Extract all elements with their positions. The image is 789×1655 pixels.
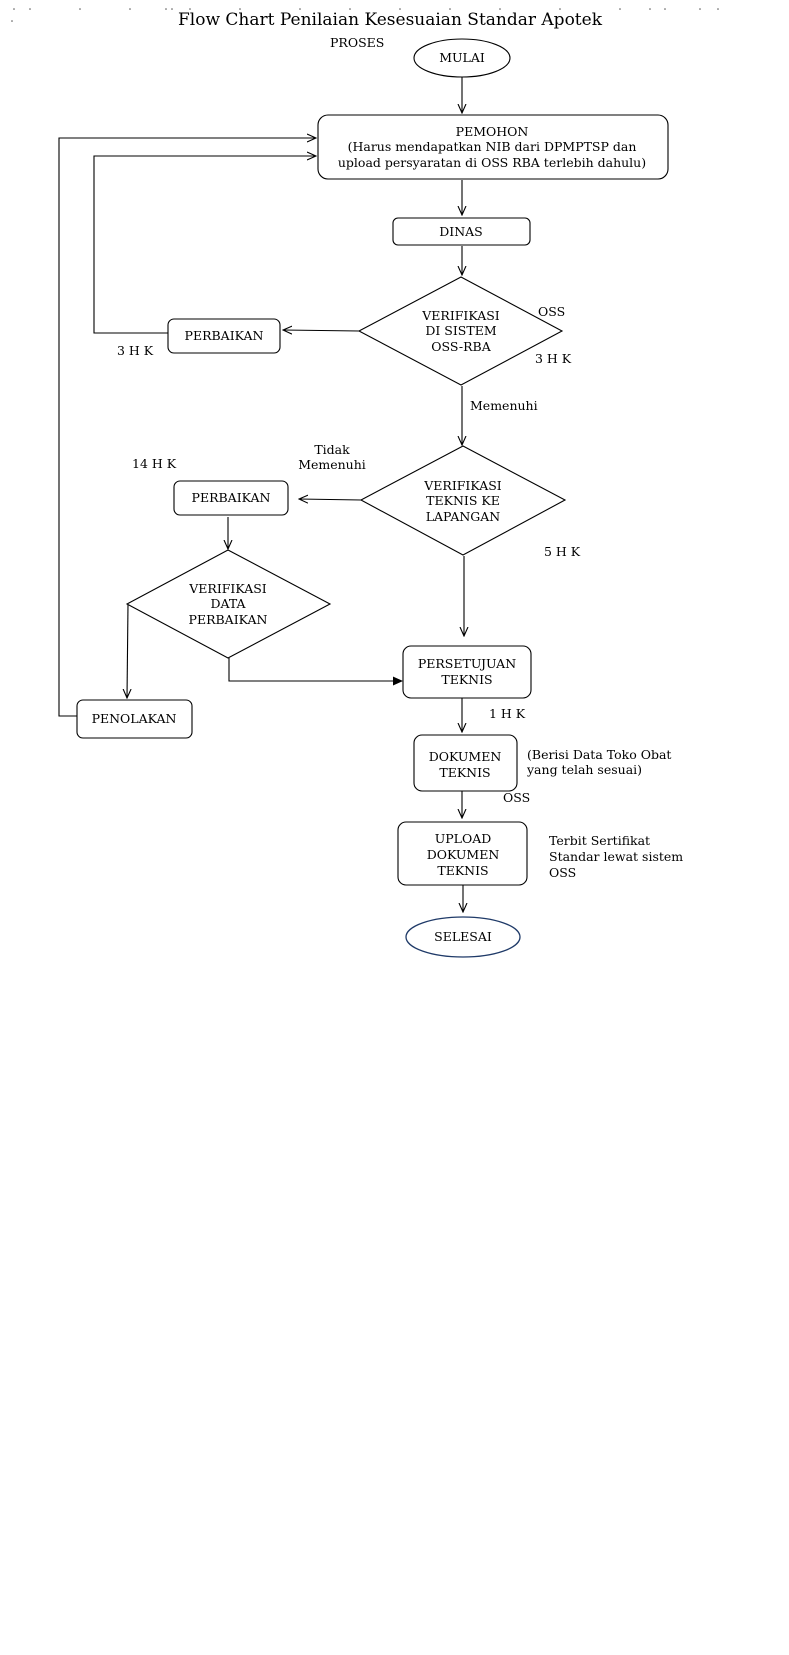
annotation-oss-2: OSS	[503, 790, 530, 805]
annotation-5hk: 5 H K	[544, 544, 581, 559]
node-upload-line-2: DOKUMEN	[427, 847, 500, 862]
proses-label: PROSES	[330, 35, 384, 50]
node-verifikasi-oss-line-1: VERIFIKASI	[421, 308, 500, 323]
node-dinas-label: DINAS	[439, 224, 483, 239]
annotation-3hk-left: 3 H K	[117, 343, 154, 358]
node-persetujuan: PERSETUJUAN TEKNIS	[402, 645, 532, 699]
node-upload: UPLOAD DOKUMEN TEKNIS	[397, 821, 528, 886]
annotation-tidak-memenuhi-line-2: Memenuhi	[298, 457, 366, 472]
node-mulai-label: MULAI	[439, 50, 485, 65]
node-verifikasi-data-line-2: DATA	[210, 596, 246, 611]
node-verifikasi-oss: VERIFIKASI DI SISTEM OSS-RBA	[357, 276, 564, 386]
connectors	[58, 76, 464, 912]
annotation-14hk: 14 H K	[132, 456, 177, 471]
node-pemohon: PEMOHON (Harus mendapatkan NIB dari DPMP…	[317, 114, 669, 180]
annotation-3hk-right: 3 H K	[535, 351, 572, 366]
node-penolakan-label: PENOLAKAN	[92, 711, 177, 726]
node-upload-line-3: TEKNIS	[437, 863, 488, 878]
annotation-sertifikat-line-1: Terbit Sertifikat	[549, 833, 650, 848]
node-perbaikan-1-label: PERBAIKAN	[185, 328, 264, 343]
node-mulai: MULAI	[413, 38, 511, 78]
node-upload-line-1: UPLOAD	[435, 831, 492, 846]
node-dokumen-line-2: TEKNIS	[439, 765, 490, 780]
annotations: OSS 3 H K 3 H K Memenuhi Tidak Memenuhi …	[117, 304, 683, 880]
node-verifikasi-lapangan-line-2: TEKNIS KE	[426, 493, 500, 508]
annotation-memenuhi: Memenuhi	[470, 398, 538, 413]
annotation-sertifikat-line-3: OSS	[549, 865, 576, 880]
node-perbaikan-1: PERBAIKAN	[167, 318, 281, 354]
annotation-dokumen-note-line-2: yang telah sesuai)	[526, 762, 642, 777]
node-pemohon-line-2: (Harus mendapatkan NIB dari DPMPTSP dan	[348, 139, 637, 154]
node-selesai: SELESAI	[405, 916, 521, 958]
chart-title: Flow Chart Penilaian Kesesuaian Standar …	[178, 10, 603, 30]
node-verifikasi-lapangan-line-1: VERIFIKASI	[423, 478, 502, 493]
node-dokumen-line-1: DOKUMEN	[429, 749, 502, 764]
node-verifikasi-oss-line-2: DI SISTEM	[425, 323, 496, 338]
node-verifikasi-data: VERIFIKASI DATA PERBAIKAN	[125, 549, 332, 659]
node-penolakan: PENOLAKAN	[76, 699, 193, 739]
node-perbaikan-2-label: PERBAIKAN	[192, 490, 271, 505]
node-persetujuan-line-2: TEKNIS	[441, 672, 492, 687]
node-pemohon-line-1: PEMOHON	[456, 124, 529, 139]
node-verifikasi-data-line-1: VERIFIKASI	[188, 581, 267, 596]
annotation-tidak-memenuhi-line-1: Tidak	[314, 442, 350, 457]
node-dinas: DINAS	[392, 217, 531, 246]
node-persetujuan-line-1: PERSETUJUAN	[418, 656, 516, 671]
node-perbaikan-2: PERBAIKAN	[173, 480, 289, 516]
node-verifikasi-data-line-3: PERBAIKAN	[189, 612, 268, 627]
node-verifikasi-lapangan-line-3: LAPANGAN	[426, 509, 501, 524]
node-dokumen: DOKUMEN TEKNIS	[413, 734, 518, 792]
annotation-dokumen-note-line-1: (Berisi Data Toko Obat	[527, 747, 671, 762]
top-edge-dots	[11, 8, 719, 22]
node-verifikasi-oss-line-3: OSS-RBA	[431, 339, 491, 354]
annotation-1hk: 1 H K	[489, 706, 526, 721]
node-verifikasi-lapangan: VERIFIKASI TEKNIS KE LAPANGAN	[359, 445, 567, 556]
node-selesai-label: SELESAI	[434, 929, 492, 944]
annotation-sertifikat-line-2: Standar lewat sistem	[549, 849, 683, 864]
node-pemohon-line-3: upload persyaratan di OSS RBA terlebih d…	[338, 155, 646, 170]
annotation-oss-1: OSS	[538, 304, 565, 319]
